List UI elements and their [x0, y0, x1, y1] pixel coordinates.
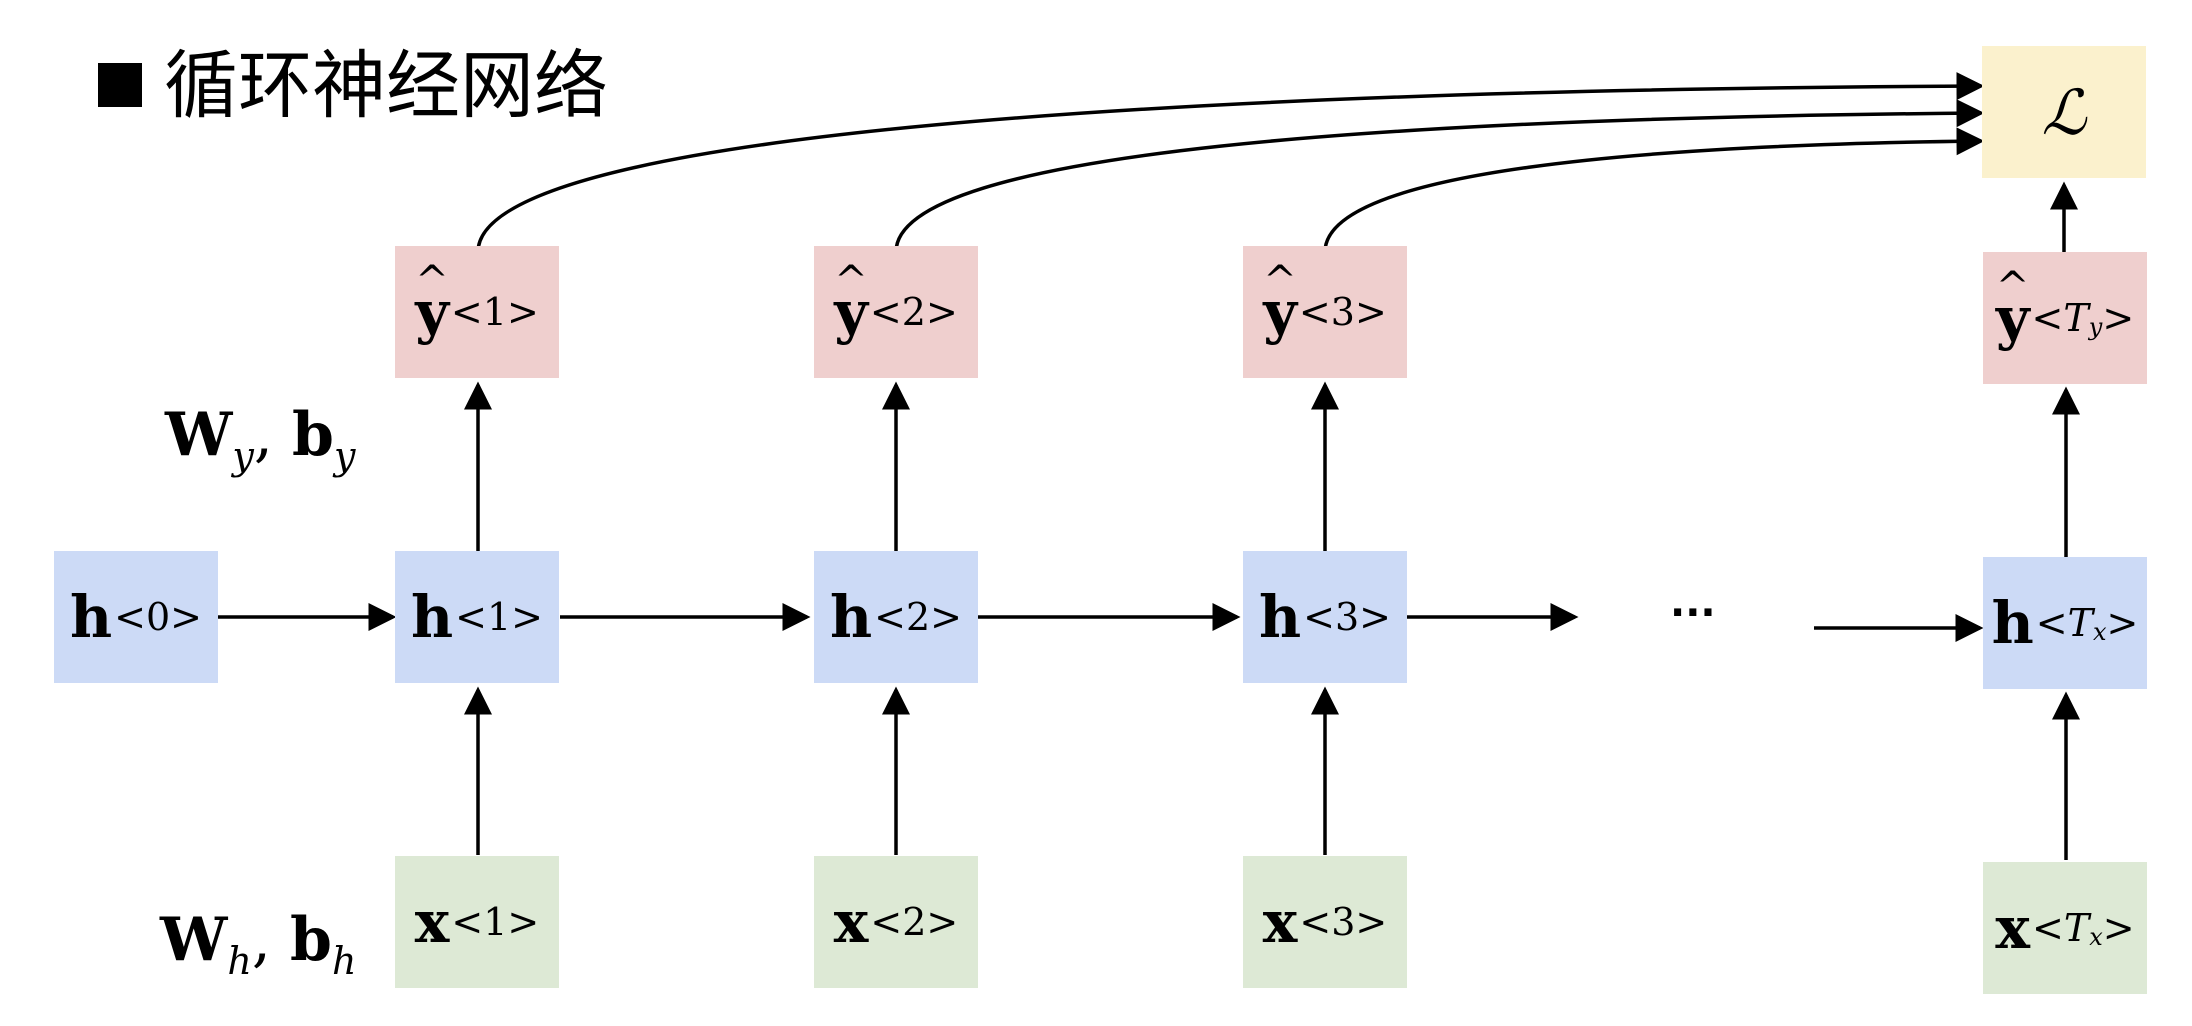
- hidden-superscript: <Tx>: [2036, 601, 2139, 646]
- sup-var: T: [2063, 905, 2090, 950]
- input-base: x: [414, 888, 450, 956]
- hidden-node-3: h<3>: [1243, 551, 1407, 683]
- output-base: y: [1996, 289, 2030, 347]
- hidden-node-T: h<Tx>: [1983, 557, 2147, 689]
- output-base: y: [1263, 283, 1297, 341]
- hidden-params-label: Wh, bh: [160, 905, 356, 983]
- arrow-y1-loss: [476, 72, 1985, 253]
- input-superscript: <Tx>: [2032, 906, 2135, 951]
- sup-open: <: [2031, 295, 2064, 340]
- weight-subscript: y: [232, 434, 254, 478]
- output-node-2: y<2>: [814, 246, 978, 378]
- sup-close: >: [2106, 600, 2139, 645]
- input-base: x: [833, 888, 869, 956]
- input-base: x: [1262, 888, 1298, 956]
- input-superscript: <1>: [451, 900, 540, 944]
- sup-var: T: [2067, 600, 2093, 645]
- output-superscript: <3>: [1298, 290, 1387, 334]
- input-node-1: x<1>: [395, 856, 559, 988]
- weight-symbol: W: [160, 905, 228, 975]
- sup-var: T: [2063, 295, 2089, 340]
- arrow-y2-loss: [894, 99, 1985, 253]
- loss-symbol: ℒ: [2041, 75, 2087, 149]
- input-node-2: x<2>: [814, 856, 978, 988]
- sequence-ellipsis: ···: [1670, 590, 1716, 636]
- output-node-T: y<Ty>: [1983, 252, 2147, 384]
- title-text: 循环神经网络: [164, 43, 608, 129]
- output-base: y: [834, 283, 868, 341]
- hidden-base: h: [1991, 589, 2034, 657]
- hidden-node-0: h<0>: [54, 551, 218, 683]
- bias-symbol: b: [290, 905, 332, 975]
- hidden-node-1: h<1>: [395, 551, 559, 683]
- weight-subscript: h: [227, 939, 252, 983]
- input-superscript: <3>: [1299, 900, 1388, 944]
- output-superscript: <Ty>: [2032, 296, 2135, 341]
- hidden-superscript: <1>: [455, 595, 544, 639]
- sup-open: <: [2032, 905, 2064, 950]
- sup-sub: x: [2089, 922, 2103, 951]
- separator: ,: [253, 400, 293, 470]
- output-superscript: <2>: [869, 290, 958, 334]
- separator: ,: [251, 905, 291, 975]
- hidden-base: h: [829, 583, 873, 651]
- hidden-node-2: h<2>: [814, 551, 978, 683]
- sup-close: >: [2102, 295, 2135, 340]
- sup-open: <: [2035, 600, 2068, 645]
- bias-symbol: b: [292, 400, 334, 470]
- hidden-superscript: <0>: [114, 595, 203, 639]
- sup-sub: x: [2092, 617, 2107, 646]
- sup-sub: y: [2088, 312, 2103, 341]
- arrow-y3-loss: [1323, 127, 1985, 253]
- output-superscript: <1>: [450, 290, 539, 334]
- hidden-base: h: [69, 583, 113, 651]
- slide-title: 循环神经网络: [98, 36, 608, 136]
- input-node-3: x<3>: [1243, 856, 1407, 988]
- hidden-superscript: <3>: [1303, 595, 1392, 639]
- hidden-base: h: [410, 583, 454, 651]
- sup-close: >: [2102, 905, 2135, 950]
- output-node-3: y<3>: [1243, 246, 1407, 378]
- output-base: y: [415, 283, 449, 341]
- bias-subscript: h: [331, 939, 357, 983]
- hidden-superscript: <2>: [874, 595, 963, 639]
- bias-subscript: y: [333, 434, 356, 478]
- input-base: x: [1995, 894, 2030, 962]
- weight-symbol: W: [165, 400, 233, 470]
- hidden-base: h: [1258, 583, 1302, 651]
- input-superscript: <2>: [870, 900, 959, 944]
- output-params-label: Wy, by: [165, 400, 355, 478]
- output-node-1: y<1>: [395, 246, 559, 378]
- loss-node: ℒ: [1982, 46, 2146, 178]
- input-node-T: x<Tx>: [1983, 862, 2147, 994]
- square-bullet-icon: [98, 63, 142, 107]
